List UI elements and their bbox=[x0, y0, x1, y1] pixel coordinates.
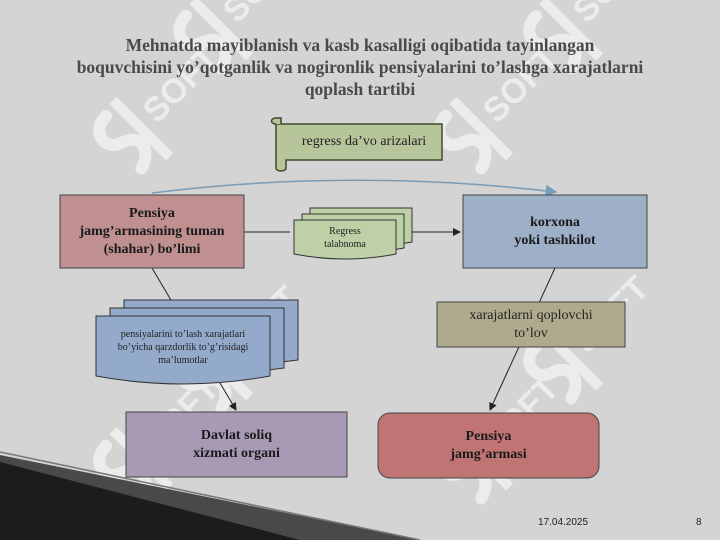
debt-info-line-1: pensiyalarini to’lash xarajatlari bbox=[120, 328, 246, 340]
reimbursement-shape bbox=[436, 301, 626, 348]
enterprise-line-2: yoki tashkilot bbox=[514, 232, 596, 248]
pension-fund-line-1: Pensiya bbox=[465, 428, 512, 444]
scroll-shape bbox=[270, 117, 443, 172]
reimbursement-line-1: xarajatlarni qoplovchi bbox=[469, 307, 593, 323]
footer-page-number: 8 bbox=[696, 517, 702, 528]
reimbursement-line-2: to’lov bbox=[514, 325, 548, 341]
debt-info-stack bbox=[95, 299, 299, 385]
regress-claim-stack bbox=[293, 207, 413, 260]
pension-department-line-2: jamg’armasining tuman bbox=[79, 223, 225, 239]
curved-connector bbox=[151, 179, 558, 197]
slide-title: Mehnatda mayiblanish va kasb kasalligi o… bbox=[30, 34, 690, 100]
tax-service-line-2: xizmati organi bbox=[193, 445, 280, 461]
pension-fund-box: Pensiya jamg’armasi bbox=[378, 413, 599, 478]
debt-info-box: pensiyalarini to’lash xarajatlari bo’yic… bbox=[96, 318, 270, 376]
pension-fund-shape bbox=[377, 412, 600, 479]
enterprise-shape bbox=[462, 194, 648, 269]
enterprise-box: korxona yoki tashkilot bbox=[463, 195, 647, 268]
pension-fund-line-2: jamg’armasi bbox=[450, 446, 527, 462]
regress-claim-box: Regress talabnoma bbox=[294, 220, 396, 256]
tax-service-line-1: Davlat soliq bbox=[200, 427, 273, 443]
pension-department-line-1: Pensiya bbox=[129, 205, 175, 221]
debt-info-line-3: ma’lumotlar bbox=[158, 354, 208, 366]
decorative-wedge bbox=[0, 451, 421, 540]
reimbursement-box: xarajatlarni qoplovchi to’lov bbox=[437, 302, 625, 347]
footer-date: 17.04.2025 bbox=[538, 517, 589, 528]
regress-claim-line-1: Regress bbox=[329, 226, 361, 237]
tax-service-shape bbox=[125, 411, 348, 478]
scroll-label: regress da’vo arizalari bbox=[301, 134, 427, 149]
scroll-label-box: regress da’vo arizalari bbox=[284, 124, 444, 160]
title-line-1: Mehnatda mayiblanish va kasb kasalligi o… bbox=[125, 35, 595, 55]
pension-department-box: Pensiya jamg’armasining tuman (shahar) b… bbox=[60, 195, 244, 268]
regress-claim-line-2: talabnoma bbox=[324, 239, 366, 250]
pension-department-shape bbox=[59, 194, 245, 269]
tax-service-box: Davlat soliq xizmati organi bbox=[126, 412, 347, 477]
title-line-3: qoplash tartibi bbox=[304, 79, 416, 99]
title-line-2: boquvchisini yo’qotganlik va nogironlik … bbox=[76, 57, 644, 77]
debt-info-line-2: bo’yicha qarzdorlik to’g’risidagi bbox=[117, 341, 249, 353]
pension-department-line-3: (shahar) bo’limi bbox=[103, 241, 201, 257]
enterprise-line-1: korxona bbox=[530, 214, 580, 230]
